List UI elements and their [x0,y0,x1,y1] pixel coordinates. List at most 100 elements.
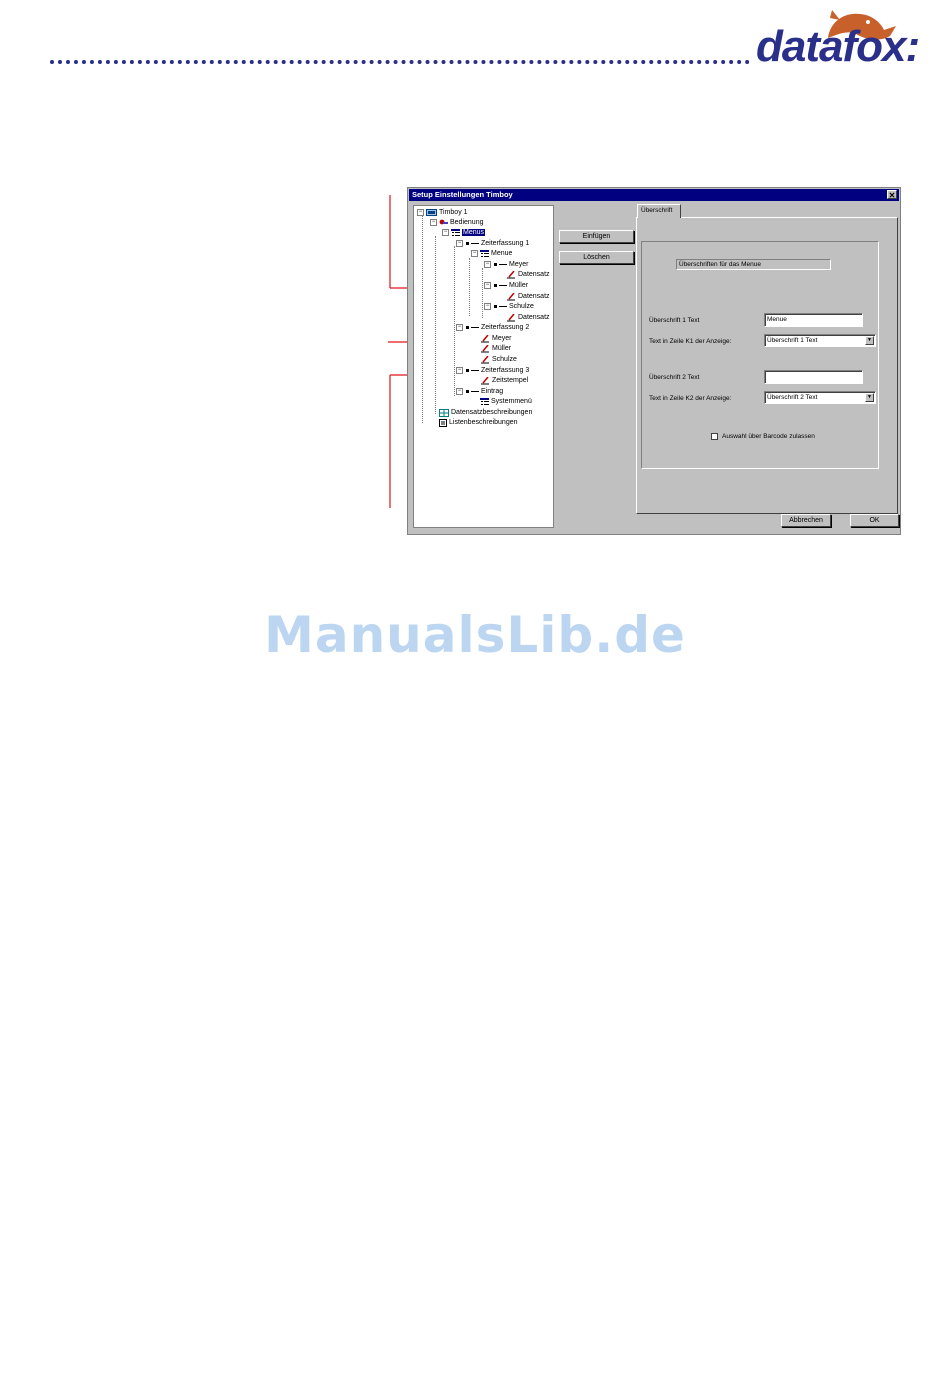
chevron-down-icon[interactable]: ▼ [865,336,874,345]
pen-icon [480,344,490,353]
settings-tree[interactable]: −Timboy 1−Bedienung−Menus−Zeiterfassung … [413,205,554,528]
tree-expander-icon[interactable]: − [430,219,437,226]
tree-item-label: Listenbeschreibungen [449,419,518,426]
dash-icon [465,388,479,395]
menu-icon [480,398,489,405]
insert-button[interactable]: Einfügen [559,230,634,243]
tree-item[interactable]: Schulze [493,302,534,311]
chevron-down-icon[interactable]: ▼ [865,393,874,402]
dash-icon [465,240,479,247]
tree-item-label: Müller [492,345,512,352]
tree-item[interactable]: Datensatz [506,270,550,279]
tree-line [435,236,436,414]
tree-item[interactable]: Zeiterfassung 1 [465,239,529,248]
dash-icon [465,324,479,331]
tree-expander-icon[interactable]: − [484,303,491,310]
tree-expander-icon[interactable]: − [456,240,463,247]
datafox-logo-text: datafox: [756,22,920,71]
tree-expander-icon[interactable]: − [456,324,463,331]
cancel-button[interactable]: Abbrechen [781,514,831,527]
tree-item[interactable]: Datensatz [506,292,550,301]
tree-item-label: Datensatz [518,314,550,321]
menu-icon [480,250,489,257]
line2-label: Text in Zeile K2 der Anzeige: [649,395,732,402]
tools-icon [439,219,448,226]
tree-item-label: Müller [509,282,529,289]
line1-label: Text in Zeile K1 der Anzeige: [649,338,732,345]
tree-expander-icon[interactable]: − [484,261,491,268]
tree-item-label: Datensatz [518,271,550,278]
tree-item[interactable]: Menus [451,228,486,237]
barcode-label: Auswahl über Barcode zulassen [722,433,815,440]
heading2-input[interactable] [764,370,863,384]
tree-line [482,268,483,318]
barcode-checkbox[interactable] [711,433,718,440]
dash-icon [493,282,507,289]
tree-item[interactable]: Systemmenü [480,397,532,406]
tree-item[interactable]: Meyer [493,260,528,269]
device-icon [426,209,437,216]
delete-button[interactable]: Löschen [559,251,634,264]
tree-line [454,246,455,396]
line1-select[interactable]: Überschrift 1 Text ▼ [764,334,876,347]
tree-item-label: Zeiterfassung 3 [481,367,530,374]
tree-item[interactable]: Menue [480,249,512,258]
line2-select-value: Überschrift 2 Text [767,394,818,401]
tree-item[interactable]: Timboy 1 [426,208,468,217]
tree-item[interactable]: Datensatz [506,313,550,322]
tree-item[interactable]: Zeiterfassung 2 [465,323,529,332]
fox-logo-icon [828,10,896,40]
line1-select-value: Überschrift 1 Text [767,337,818,344]
tree-item-label: Meyer [509,261,529,268]
tree-item[interactable]: Eintrag [465,387,503,396]
tree-item[interactable]: Datensatzbeschreibungen [439,408,532,417]
tree-item-label: Schulze [509,303,534,310]
tree-item[interactable]: Zeitstempel [480,376,528,385]
menu-icon [451,229,460,236]
tree-item-label: Datensatzbeschreibungen [451,409,533,416]
tree-item[interactable]: Bedienung [439,218,483,227]
tree-expander-icon[interactable]: − [471,250,478,257]
watermark: ManualsLib.de [264,606,686,664]
tree-item-label: Menue [491,250,513,257]
tree-line [469,258,470,316]
tree-expander-icon[interactable]: − [484,282,491,289]
tree-line [422,216,423,423]
tree-item-label: Eintrag [481,388,504,395]
ok-button[interactable]: OK [850,514,899,527]
line2-select[interactable]: Überschrift 2 Text ▼ [764,391,876,404]
title-bar[interactable]: Setup Einstellungen Timboy ✕ [409,189,899,201]
tree-item-label: Zeiterfassung 1 [481,240,530,247]
tree-item[interactable]: Meyer [480,334,511,343]
tree-item-label: Timboy 1 [439,209,468,216]
pen-icon [506,292,516,301]
tree-expander-icon[interactable]: − [442,229,449,236]
pen-icon [480,355,490,364]
tree-item-label: Zeiterfassung 2 [481,324,530,331]
settings-frame [641,241,879,469]
tree-item[interactable]: Zeiterfassung 3 [465,366,529,375]
tree-expander-icon[interactable]: − [456,367,463,374]
tree-expander-icon[interactable]: − [456,388,463,395]
pen-icon [480,334,490,343]
tree-item[interactable]: Müller [493,281,528,290]
grid-icon [439,409,449,417]
tree-item-label: Schulze [492,356,517,363]
window-title: Setup Einstellungen Timboy [412,190,513,199]
tab-heading[interactable]: Überschrift [637,204,681,218]
heading2-label: Überschrift 2 Text [649,374,700,381]
pen-icon [480,376,490,385]
heading1-input[interactable]: Menue [764,313,863,327]
tree-item[interactable]: Listenbeschreibungen [439,418,518,427]
close-button[interactable]: ✕ [887,190,897,200]
setup-dialog: Setup Einstellungen Timboy ✕ −Timboy 1−B… [407,187,901,535]
tree-item[interactable]: Schulze [480,355,517,364]
tree-item-label: Datensatz [518,293,550,300]
pen-icon [506,313,516,322]
tree-item[interactable]: Müller [480,344,511,353]
tree-item-label: Meyer [492,335,512,342]
tree-item-label: Bedienung [450,219,484,226]
heading1-label: Überschrift 1 Text [649,317,700,324]
tree-item-label: Menus [462,229,486,236]
tree-expander-icon[interactable]: − [417,209,424,216]
